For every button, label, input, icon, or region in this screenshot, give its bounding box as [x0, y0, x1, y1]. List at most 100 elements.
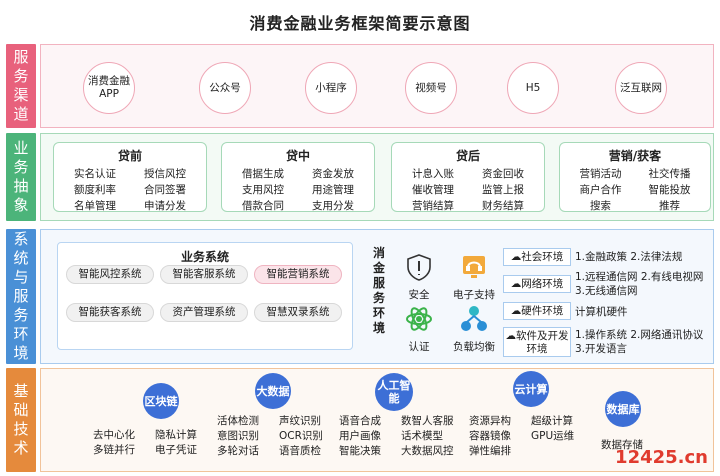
cloud-icon: ☁ — [505, 330, 517, 342]
tech-ai: 人工智能 — [375, 373, 413, 411]
service-env-label: 消金服务环境 — [372, 246, 385, 335]
card-item: 申请分发 — [144, 200, 186, 212]
section-label-channels: 服务渠道 — [6, 44, 36, 128]
card-item: 社交传播 — [648, 168, 691, 180]
card-item: 监管上报 — [482, 184, 524, 196]
tech-item: 超级计算 — [531, 415, 573, 427]
env-icon-label: 安全 — [408, 289, 430, 301]
env-text-social: 1.金融政策 2.法律法规 — [575, 251, 683, 263]
business-abstraction-section: 业务抽象 贷前 实名认证 授信风控 额度利率 合同签署 名单管理 申请分发 贷中… — [6, 133, 714, 221]
tech-item: 智能决策 — [339, 445, 381, 457]
tech-item: 资源异构 — [469, 415, 511, 427]
tech-box: 区块链 去中心化 隐私计算 多链并行 电子凭证 大数据 活体检测 声纹识别 意图… — [40, 368, 714, 472]
tech-item: GPU运维 — [531, 430, 575, 442]
env-auth: 认证 — [401, 304, 437, 354]
channel-mini-program: 小程序 — [305, 62, 357, 114]
tech-item: 容器镜像 — [469, 430, 511, 442]
cloud-icon: ☁ — [510, 251, 522, 263]
systems-environment-section: 系统与服务环境 业务系统 智能风控系统 智能客服系统 智能营销系统 智能获客系统… — [6, 229, 714, 364]
tech-bigdata: 大数据 — [255, 373, 291, 409]
business-systems-title: 业务系统 — [180, 250, 229, 264]
channel-official-account: 公众号 — [199, 62, 251, 114]
tech-item: 意图识别 — [217, 430, 259, 442]
tech-item: 用户画像 — [339, 430, 381, 442]
section-label-abstraction: 业务抽象 — [6, 133, 36, 221]
card-item: 实名认证 — [74, 168, 116, 180]
headset-icon — [463, 256, 485, 278]
card-item: 营销结算 — [412, 200, 454, 212]
env-tag-software: ☁软件及开发环境 — [503, 327, 571, 357]
card-title: 贷后 — [455, 149, 480, 163]
tech-item: OCR识别 — [279, 430, 323, 442]
tech-item: 弹性编排 — [469, 445, 511, 457]
tech-item: 语音合成 — [339, 415, 381, 427]
card-item: 计息入账 — [412, 168, 454, 180]
channels-box: 消费金融APP 公众号 小程序 视频号 H5 泛互联网 — [40, 44, 714, 128]
tech-item: 电子凭证 — [155, 444, 197, 456]
card-item: 借款合同 — [242, 200, 284, 212]
section-label-systems: 系统与服务环境 — [6, 229, 36, 364]
tech-item: 声纹识别 — [279, 415, 321, 427]
card-item: 支用分发 — [312, 200, 354, 212]
tech-item: 话术模型 — [401, 430, 443, 442]
tech-item: 隐私计算 — [155, 429, 197, 441]
card-item: 智能投放 — [648, 184, 691, 196]
env-text-software: 1.操作系统 2.网络通讯协议 3.开发语言 — [575, 329, 704, 355]
system-pill: 智能风控系统 — [66, 265, 154, 284]
env-security: 安全 — [401, 252, 437, 302]
card-in-loan: 贷中 借据生成 资金发放 支用风控 用途管理 借款合同 支用分发 — [221, 142, 375, 212]
business-systems-panel: 业务系统 智能风控系统 智能客服系统 智能营销系统 智能获客系统 资产管理系统 … — [57, 242, 353, 350]
env-tag-social: ☁社会环境 — [503, 248, 571, 266]
tech-item: 多轮对话 — [217, 445, 259, 457]
card-pre-loan: 贷前 实名认证 授信风控 额度利率 合同签署 名单管理 申请分发 — [53, 142, 207, 212]
card-item: 额度利率 — [74, 184, 116, 196]
tech-item: 去中心化 — [93, 429, 135, 441]
channel-internet: 泛互联网 — [615, 62, 667, 114]
channel-app: 消费金融APP — [83, 62, 135, 114]
env-icon-label: 负载均衡 — [453, 341, 495, 353]
card-item: 借据生成 — [242, 168, 284, 180]
env-icon-label: 认证 — [408, 341, 430, 353]
cloud-icon: ☁ — [510, 278, 522, 290]
card-item: 推荐 — [659, 200, 680, 212]
tech-item: 语音质检 — [279, 445, 321, 457]
tech-item: 大数据风控 — [401, 445, 454, 457]
system-pill: 智能客服系统 — [160, 265, 248, 284]
env-tag-hardware: ☁硬件环境 — [503, 302, 571, 320]
env-icon-label: 电子支持 — [453, 289, 495, 301]
card-post-loan: 贷后 计息入账 资金回收 催收管理 监管上报 营销结算 财务结算 — [391, 142, 545, 212]
env-support: 电子支持 — [447, 252, 501, 302]
card-item: 支用风控 — [242, 184, 284, 196]
channel-h5: H5 — [507, 62, 559, 114]
tech-item: 活体检测 — [217, 415, 259, 427]
system-pill: 智慧双录系统 — [254, 303, 342, 322]
card-item: 营销活动 — [579, 168, 622, 180]
channel-video-account: 视频号 — [405, 62, 457, 114]
service-channels-section: 服务渠道 消费金融APP 公众号 小程序 视频号 H5 泛互联网 — [6, 44, 714, 128]
shield-icon — [407, 254, 431, 281]
env-text-hardware: 计算机硬件 — [575, 306, 628, 318]
card-item: 搜索 — [590, 200, 611, 212]
system-pill: 智能获客系统 — [66, 303, 154, 322]
cloud-icon: ☁ — [510, 305, 522, 317]
card-title: 贷中 — [285, 149, 310, 163]
card-item: 催收管理 — [412, 184, 454, 196]
tech-database: 数据库 — [605, 391, 641, 427]
env-load-balance: 负载均衡 — [447, 304, 501, 354]
card-title: 营销/获客 — [608, 149, 662, 163]
card-item: 财务结算 — [482, 200, 524, 212]
card-marketing: 营销/获客 营销活动 社交传播 商户合作 智能投放 搜索 推荐 — [559, 142, 711, 212]
section-label-tech: 基础技术 — [6, 368, 36, 472]
watermark: 12425.cn — [615, 447, 708, 468]
atom-icon — [406, 307, 432, 331]
page-title: 消费金融业务框架简要示意图 — [249, 14, 471, 33]
card-item: 名单管理 — [74, 200, 116, 212]
abstraction-box: 贷前 实名认证 授信风控 额度利率 合同签署 名单管理 申请分发 贷中 借据生成… — [40, 133, 714, 221]
env-tag-network: ☁网络环境 — [503, 275, 571, 293]
card-item: 授信风控 — [144, 168, 186, 180]
card-title: 贷前 — [117, 149, 142, 163]
card-item: 资金发放 — [312, 168, 354, 180]
env-text-network: 1.远程通信网 2.有线电视网 3.无线通信网 — [575, 271, 704, 297]
tech-blockchain: 区块链 — [143, 383, 179, 419]
system-pill: 智能营销系统 — [254, 265, 342, 284]
